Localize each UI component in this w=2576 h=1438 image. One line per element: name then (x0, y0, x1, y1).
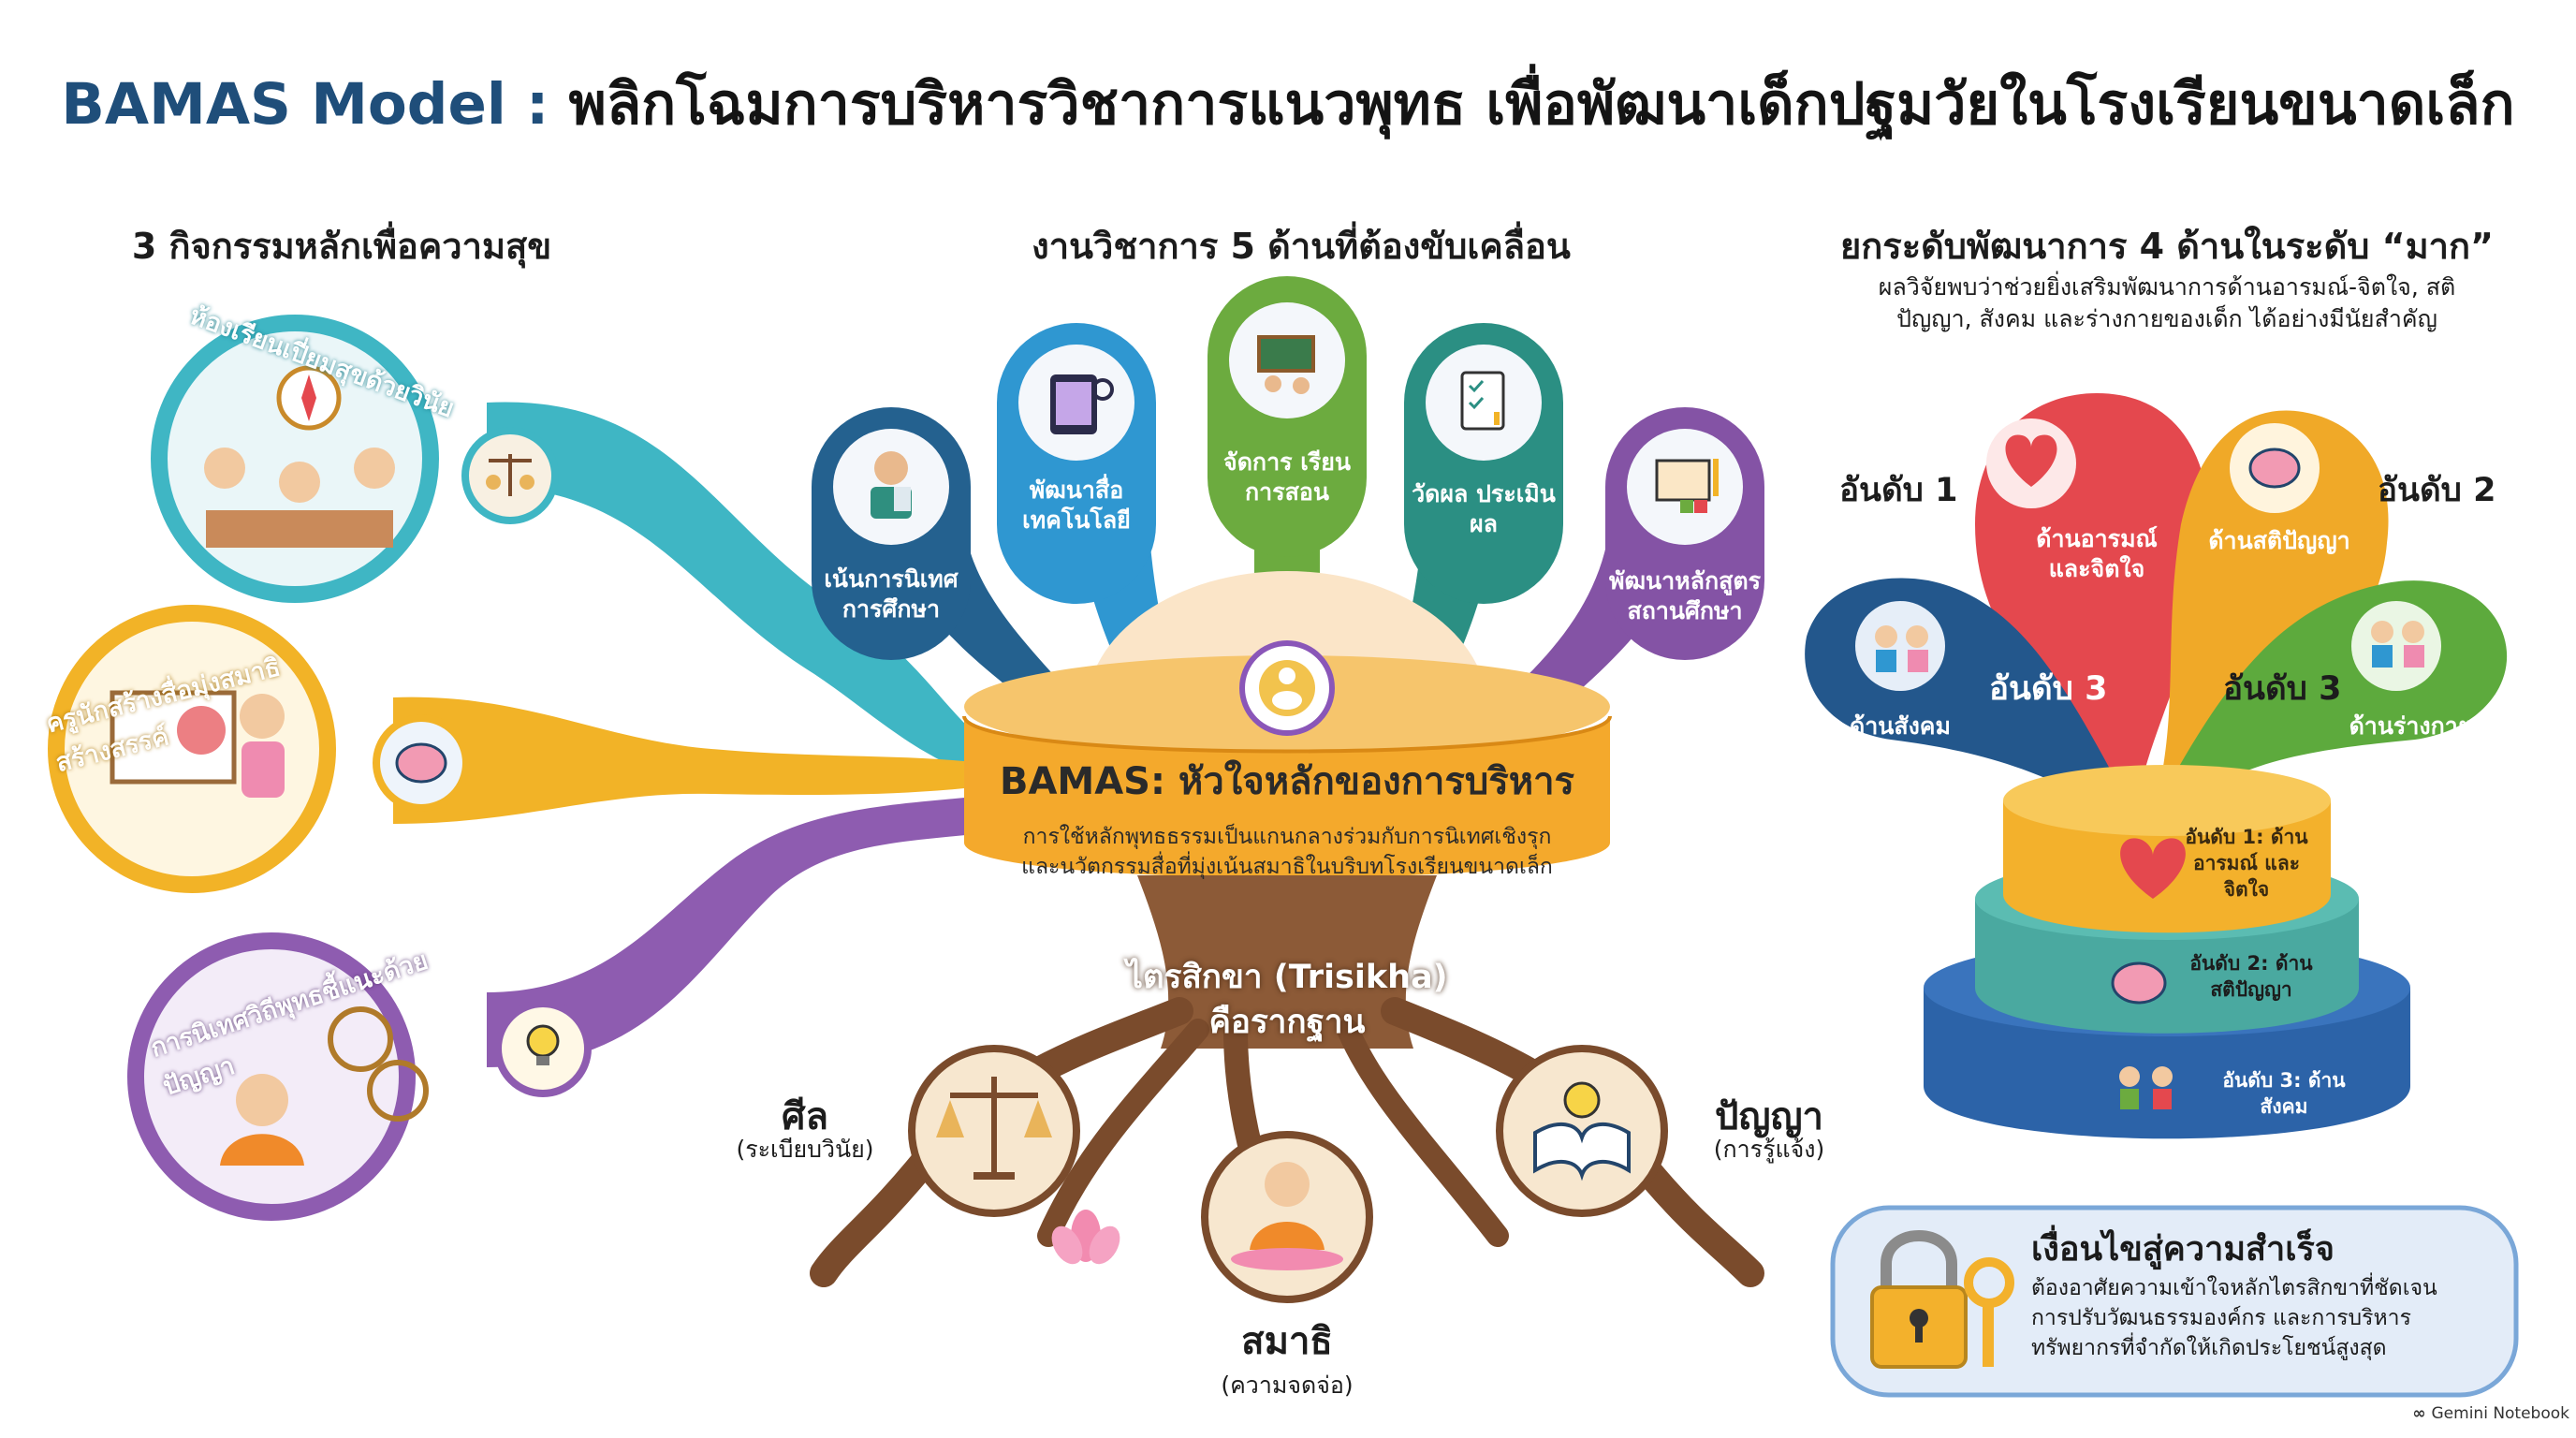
tier-2-label: อันดับ 2: ด้านสติปัญญา (2189, 952, 2313, 1001)
petal-emotion-rank: อันดับ 1 (1839, 472, 1958, 509)
petal-physical-rank: อันดับ 3 (2223, 670, 2342, 708)
page-title: BAMAS Model : พลิกโฉมการบริหารวิชาการแนว… (0, 58, 2576, 149)
petal-social-label: ด้านสังคม (1849, 712, 1952, 740)
key-box-line2: การปรับวัฒนธรรมองค์กร และการบริหาร (2031, 1306, 2411, 1330)
root-panya-sub: (การรู้แจ้ง) (1713, 1136, 1825, 1163)
root-samadhi-sub: (ความจดจ่อ) (1221, 1372, 1354, 1399)
core-desc: การใช้หลักพุทธธรรมเป็นแกนกลางร่วมกับการน… (978, 822, 1596, 882)
key-box-line3: ทรัพยากรที่จำกัดให้เกิดประโยชน์สูงสุด (2031, 1336, 2387, 1360)
left-ribbon-purple (487, 796, 983, 1067)
root-sila-label: ศีล (782, 1095, 828, 1138)
center-card-2-label: พัฒนาสื่อ เทคโนโลยี (1022, 477, 1131, 534)
key-box-line1: ต้องอาศัยความเข้าใจหลักไตรสิกขาที่ชัดเจน (2031, 1276, 2437, 1300)
badge-brain-icon (395, 742, 447, 784)
petal-intellect-label: ด้านสติปัญญา (2208, 527, 2350, 554)
key-box-bg (1830, 1205, 2519, 1398)
footer-brand-text: Gemini Notebook (2431, 1404, 2570, 1423)
teacher-note-icon (871, 451, 912, 519)
core-desc-line1: การใช้หลักพุทธธรรมเป็นแกนกลางร่วมกับการน… (1022, 825, 1552, 849)
key-box-title: เงื่อนไขสู่ความสำเร็จ (2031, 1230, 2334, 1269)
panya-circle (1496, 1045, 1668, 1217)
left-ribbon-yellow (393, 697, 983, 824)
samadhi-circle (1201, 1131, 1373, 1303)
petal-intellect (2153, 410, 2389, 814)
left-heading: 3 กิจกรรมหลักเพื่อความสุข (131, 226, 552, 267)
title-prefix: BAMAS Model : (61, 71, 549, 138)
padlock-key-icon (1870, 1230, 2014, 1369)
children-petal-icon (1875, 625, 1928, 672)
classroom-kids-icon (204, 448, 395, 548)
roots-title: ไตรสิกขา (Trisikha) คือรากฐาน (1100, 955, 1474, 1045)
roots-title-line2: คือรากฐาน (1208, 1004, 1366, 1041)
petal-emotion-label: ด้านอารมณ์ และจิตใจ (2036, 525, 2158, 582)
core-band (964, 716, 1610, 878)
center-card-3-label: จัดการ เรียนการสอน (1223, 448, 1351, 506)
badge-lightbulb-icon (526, 1024, 560, 1065)
teacher-board-icon (110, 690, 285, 798)
buddha-emblem-icon (1239, 640, 1335, 736)
petal-physical-label: ด้านร่างกาย (2349, 712, 2472, 740)
root-samadhi-label: สมาธิ (1241, 1320, 1333, 1363)
book-lightbulb-icon (1533, 1081, 1631, 1181)
root-sila-sub: (ระเบียบวินัย) (736, 1136, 874, 1163)
dharma-wheel-icon (220, 1006, 429, 1166)
whiteboard-icon (1257, 335, 1315, 394)
brain-petal-icon (2248, 448, 2301, 489)
roots-title-line1: ไตรสิกขา (Trisikha) (1126, 959, 1448, 996)
tier-1-label: อันดับ 1: ด้านอารมณ์ และจิตใจ (2185, 826, 2308, 901)
scales-icon (936, 1077, 1052, 1180)
center-heading: งานวิชาการ 5 ด้านที่ต้องขับเคลื่อน (1032, 226, 1571, 267)
tree-trunk (1137, 875, 1437, 1049)
compass-icon (276, 365, 342, 431)
tier-3-label: อันดับ 3: ด้านสังคม (2222, 1069, 2346, 1118)
right-subtitle: ผลวิจัยพบว่าช่วยยิ่งเสริมพัฒนาการด้านอาร… (1878, 273, 2456, 332)
checklist-icon (1460, 371, 1505, 431)
root-panya-label: ปัญญา (1714, 1095, 1823, 1138)
core-name: BAMAS: หัวใจหลักของการบริหาร (999, 760, 1575, 803)
heart-petal-icon (2005, 434, 2057, 487)
lotus-icon (1051, 1210, 1120, 1265)
center-card-5-label: พัฒนาหลักสูตร สถานศึกษา (1608, 567, 1762, 624)
petal-social-rank: อันดับ 3 (1989, 670, 2108, 708)
tier2-brain-icon (2111, 961, 2167, 1005)
petal-intellect-rank: อันดับ 2 (2378, 472, 2496, 509)
center-card-4-label: วัดผล ประเมินผล (1412, 480, 1556, 537)
title-main: พลิกโฉมการบริหารวิชาการแนวพุทธ เพื่อพัฒน… (568, 71, 2515, 138)
center-card-1-label: เน้นการนิเทศ การศึกษา (824, 565, 959, 623)
tier3-people-icon (2119, 1066, 2173, 1109)
footer-brand: ∞ Gemini Notebook (2387, 1404, 2569, 1423)
meditating-child-icon (1231, 1162, 1343, 1270)
tier1-heart-icon (2120, 838, 2186, 899)
right-heading: ยกระดับพัฒนาการ 4 ด้านในระดับ “มาก” (1840, 226, 2494, 267)
tablet-icon (1050, 374, 1114, 434)
key-box-body: ต้องอาศัยความเข้าใจหลักไตรสิกขาที่ชัดเจน… (2031, 1273, 2499, 1363)
badge-scales-icon (486, 454, 534, 496)
left-ribbon-teal (487, 402, 983, 777)
curriculum-icon (1655, 459, 1719, 513)
running-kids-petal-icon (2371, 621, 2424, 668)
gemini-logo-icon: ∞ (2412, 1404, 2432, 1423)
core-desc-line2: และนวัตกรรมสื่อที่มุ่งเน้นสมาธิในบริบทโร… (1021, 855, 1553, 879)
